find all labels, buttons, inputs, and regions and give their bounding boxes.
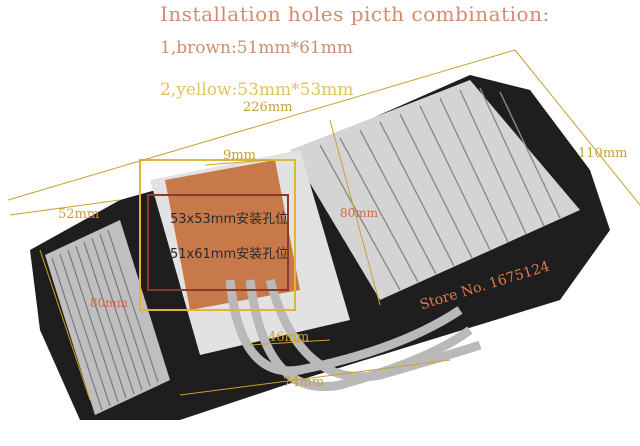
dim-bottom-span: 74mm [283,375,325,390]
dim-left-width: 52mm [58,207,100,222]
yellow-option-text: 2,yellow:53mm*53mm [160,80,354,100]
yellow-hole-box [139,159,296,311]
brown-hole-box [147,194,289,291]
dim-left-height: 80mm [90,296,129,310]
label-51-holes: 51x61mm安装孔位 [170,247,289,262]
dim-center-height: 80mm [340,206,379,220]
install-holes-heading: Installation holes picth combination: [160,2,550,26]
left-fins [51,229,159,411]
label-53-holes: 53x53mm安装孔位 [170,212,289,227]
copper-base [165,160,300,310]
dimension-lines [7,49,640,401]
heatpipes [225,278,482,392]
right-fins [319,87,561,291]
dim-overall-length: 226mm [243,100,293,115]
dim-height: 110mm [578,146,628,161]
brown-option-text: 1,brown:51mm*61mm [160,38,353,58]
dim-gap: 9mm [223,148,256,163]
left-fin-stack [45,220,170,415]
dim-pipe-span: 46mm [268,330,310,345]
